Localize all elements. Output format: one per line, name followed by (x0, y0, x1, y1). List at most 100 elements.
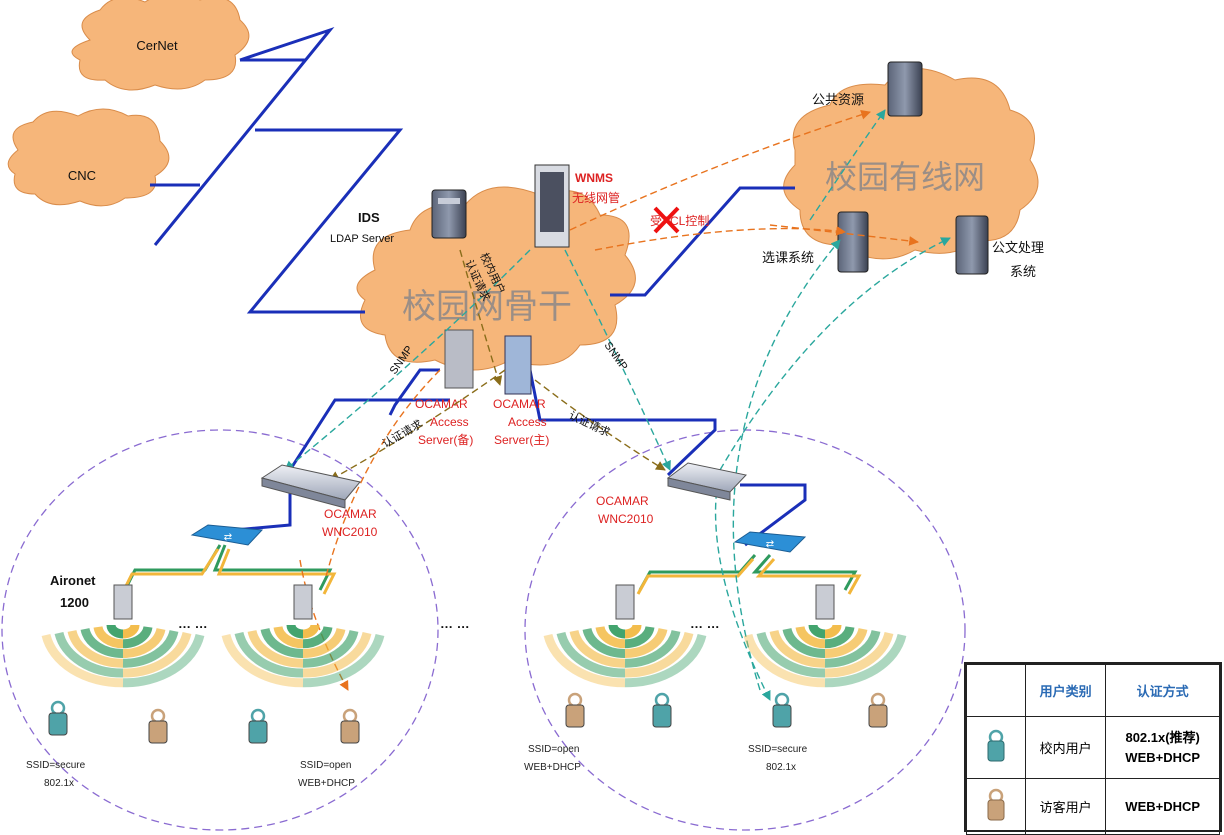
doc-label-2: 系统 (1010, 264, 1036, 279)
access-server-backup (444, 329, 474, 389)
public-resource-server (887, 61, 923, 117)
legend-header-auth: 认证方式 (1105, 664, 1220, 717)
arrow-to-course (594, 226, 846, 251)
access-point-icon (615, 584, 635, 620)
campus-user-icon (48, 700, 68, 736)
users (48, 692, 888, 744)
cnc-label: CNC (68, 168, 96, 183)
campus-user-icon (652, 692, 672, 728)
legend-type-campus: 校内用户 (1024, 716, 1107, 779)
guest-user-icon (340, 708, 360, 744)
ids-ldap-server (431, 189, 467, 239)
wifi-wave-left (247, 629, 304, 668)
ssid-b-label-2: WEB+DHCP (298, 778, 355, 789)
user-head (342, 708, 358, 724)
arrow-to-public (569, 110, 871, 231)
campus-user-icon (772, 692, 792, 728)
wifi-wave-right (122, 631, 192, 678)
wifi-wave-right (122, 624, 140, 639)
user-body (48, 712, 68, 736)
wifi-wave-left (756, 631, 826, 678)
wnc-left-label-1: OCAMAR (324, 507, 377, 521)
aironet-model-label: 1200 (60, 595, 89, 610)
wnc-left (260, 464, 361, 509)
user-body (248, 720, 268, 744)
wifi-wave-right (624, 629, 681, 668)
course-label: 选课系统 (762, 250, 814, 265)
ssid-a-label-1: SSID=secure (26, 760, 86, 771)
wifi-wave-right (824, 625, 855, 649)
teal-to-doc (719, 237, 951, 471)
wifi-wave-right (122, 625, 153, 649)
guest-user-icon (565, 692, 585, 728)
user-head (654, 692, 670, 708)
wifi-wave-right (824, 627, 868, 659)
ssid-c-label-1: SSID=open (528, 744, 579, 755)
legend-type-guest: 访客用户 (1024, 778, 1107, 835)
campus-user-icon (248, 708, 268, 744)
wifi-wave-right (624, 633, 707, 688)
backup-label-1: OCAMAR (415, 397, 468, 411)
teal-to-public (809, 109, 886, 221)
legend-header-type: 用户类别 (1024, 664, 1107, 717)
access-point-icon (113, 584, 133, 620)
wifi-wave-right (122, 629, 179, 668)
wifi-wave-left (743, 633, 826, 688)
wifi-wave-left (608, 624, 626, 639)
ssid-d-label-1: SSID=secure (748, 744, 808, 755)
ssid-a-label-2: 802.1x (44, 778, 74, 789)
ellipsis-left: … … (178, 616, 208, 631)
ap-wave-group (41, 624, 205, 688)
user-head (567, 692, 583, 708)
access-point-icon (293, 584, 313, 620)
access-points (41, 584, 907, 688)
legend-table: 用户类别 认证方式 校内用户 802.1x(推荐) WEB+DHCP (966, 664, 1220, 835)
cloud-cnc: CNC (7, 108, 170, 207)
wifi-wave-right (302, 624, 320, 639)
ssid-d-label-2: 802.1x (766, 762, 796, 773)
backbone-label: 校园网骨干 (402, 287, 572, 327)
user-head (250, 708, 266, 724)
ap-wave-group (743, 624, 907, 688)
wifi-wave-right (824, 624, 842, 639)
campus-user-icon (987, 729, 1005, 762)
ids-label: IDS (358, 210, 380, 225)
auth-center-arrow (459, 249, 503, 386)
wifi-wave-left (67, 629, 124, 668)
auth-right-label: 认证请求 (567, 409, 612, 439)
user-body (652, 704, 672, 728)
left-wireless-zone (1, 429, 439, 831)
snmp-right-label: SNMP (602, 340, 630, 373)
guest-user-icon (987, 788, 1005, 821)
main-label-3: Server(主) (494, 433, 549, 447)
legend-icon-campus (966, 716, 1026, 779)
document-system-server (955, 215, 989, 275)
wifi-wave-right (624, 625, 655, 649)
wifi-wave-left (234, 631, 304, 678)
main-label-2: Access (508, 415, 547, 429)
ldap-label: LDAP Server (330, 233, 394, 245)
switch-arrows-icon: ⇄ (766, 539, 774, 550)
wifi-wave-left (543, 633, 626, 688)
public-label: 公共资源 (812, 92, 864, 107)
backup-label-2: Access (430, 415, 469, 429)
wifi-wave-left (582, 627, 626, 659)
wifi-wave-left (569, 629, 626, 668)
wifi-wave-right (624, 624, 642, 639)
legend-auth-campus: 802.1x(推荐) WEB+DHCP (1105, 716, 1220, 779)
auth-right-arrow (534, 379, 666, 471)
cloud-wired: 校园有线网 (783, 68, 1039, 260)
wifi-wave-left (595, 625, 626, 649)
wifi-wave-right (302, 629, 359, 668)
wnc-right-label-2: WNC2010 (598, 512, 654, 526)
doc-label: 公文处理 (992, 240, 1044, 255)
wifi-wave-left (41, 633, 124, 688)
acl-block-icon (653, 206, 680, 234)
ellipsis-right: … … (690, 616, 720, 631)
wifi-wave-left (808, 624, 826, 639)
access-point-icon (815, 584, 835, 620)
main-label-1: OCAMAR (493, 397, 546, 411)
wifi-wave-right (824, 631, 894, 678)
legend-auth-campus-line2: WEB+DHCP (1125, 749, 1201, 765)
